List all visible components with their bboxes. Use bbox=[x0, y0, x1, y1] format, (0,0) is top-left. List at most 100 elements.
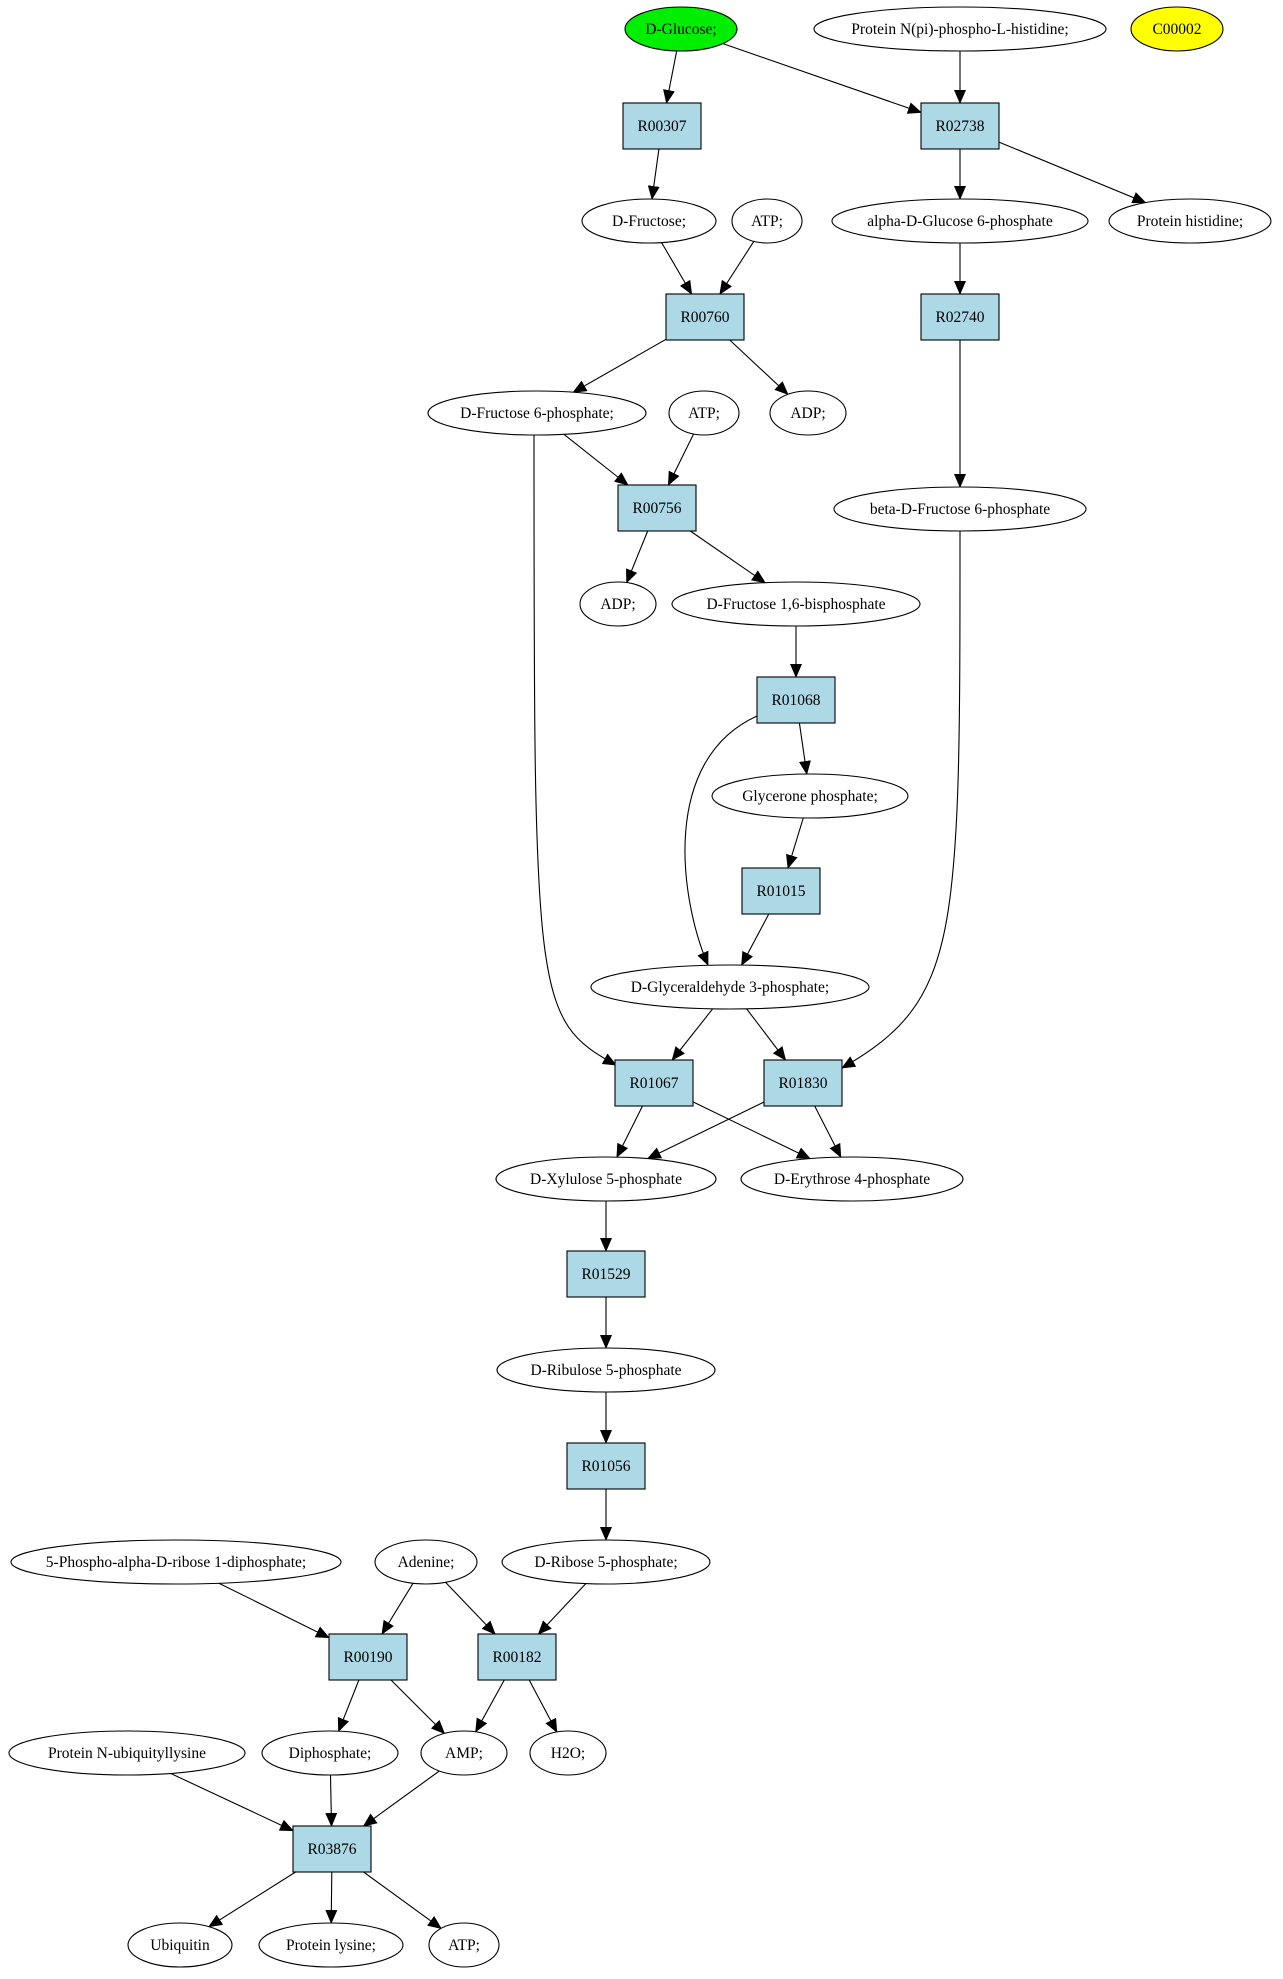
compound-ellipse bbox=[10, 1539, 342, 1585]
compound-protein-n-ubiquityllysine[interactable]: Protein N-ubiquityllysine bbox=[8, 1730, 246, 1776]
edge-r00760-to-f6p bbox=[572, 338, 667, 393]
compound-alpha-d-glucose-6-phosphate[interactable]: alpha-D-Glucose 6-phosphate bbox=[831, 198, 1089, 244]
reaction-box bbox=[741, 867, 821, 915]
node-label: D-Ribulose 5-phosphate bbox=[530, 1362, 681, 1379]
edge-amp-to-r03876 bbox=[362, 1770, 440, 1827]
compound-ellipse bbox=[740, 1156, 964, 1202]
compound-diphosphate[interactable]: Diphosphate; bbox=[261, 1730, 399, 1776]
node-label: ATP; bbox=[448, 1937, 480, 1954]
edge-prpp-to-r00190 bbox=[218, 1582, 330, 1639]
compound-h2o[interactable]: H2O; bbox=[529, 1730, 607, 1776]
compound-ellipse bbox=[1130, 6, 1224, 52]
compound-adenine[interactable]: Adenine; bbox=[374, 1539, 478, 1585]
compound-d-xylulose-5-phosphate[interactable]: D-Xylulose 5-phosphate bbox=[495, 1156, 717, 1202]
reaction-r02738[interactable]: R02738 bbox=[920, 102, 1000, 150]
compound-adp[interactable]: ADP; bbox=[579, 581, 657, 627]
reaction-r01015[interactable]: R01015 bbox=[741, 867, 821, 915]
compound-atp[interactable]: ATP; bbox=[428, 1922, 500, 1968]
edge-adenine-to-r00182 bbox=[445, 1581, 496, 1635]
compound-d-erythrose-4-phosphate[interactable]: D-Erythrose 4-phosphate bbox=[740, 1156, 964, 1202]
node-label: ATP; bbox=[688, 405, 720, 422]
node-label: D-Glyceraldehyde 3-phosphate; bbox=[631, 979, 829, 996]
reaction-box bbox=[477, 1633, 557, 1681]
compound-beta-d-fructose-6-phosphate[interactable]: beta-D-Fructose 6-phosphate bbox=[833, 486, 1087, 532]
compound-ellipse bbox=[501, 1539, 711, 1585]
compound-d-fructose[interactable]: D-Fructose; bbox=[581, 198, 717, 244]
node-label: D-Fructose 6-phosphate; bbox=[460, 405, 614, 422]
reaction-r03876[interactable]: R03876 bbox=[292, 1825, 372, 1873]
edge-r01830-to-xu5p bbox=[646, 1101, 765, 1160]
reaction-box bbox=[614, 1059, 694, 1107]
compound-ellipse bbox=[374, 1539, 478, 1585]
edge-r00190-to-amp bbox=[390, 1679, 446, 1735]
reaction-box bbox=[920, 293, 1000, 341]
compound-d-ribose-5-phosphate[interactable]: D-Ribose 5-phosphate; bbox=[501, 1539, 711, 1585]
compound-protein-n-pi-phospho-l-histidine[interactable]: Protein N(pi)-phospho-L-histidine; bbox=[813, 6, 1107, 52]
edge-r01067-to-e4p bbox=[692, 1101, 811, 1160]
reaction-r01529[interactable]: R01529 bbox=[566, 1250, 646, 1298]
node-label: R00307 bbox=[637, 118, 686, 135]
edge-r00756-to-adp2 bbox=[626, 530, 649, 584]
edge-protubly-to-r03876 bbox=[170, 1772, 294, 1832]
node-label: AMP; bbox=[445, 1745, 483, 1762]
reaction-r00760[interactable]: R00760 bbox=[665, 293, 745, 341]
reaction-r00190[interactable]: R00190 bbox=[328, 1633, 408, 1681]
compound-d-ribulose-5-phosphate[interactable]: D-Ribulose 5-phosphate bbox=[496, 1347, 716, 1393]
node-label: Protein histidine; bbox=[1137, 213, 1243, 230]
node-layer: D-Glucose; Protein N(pi)-phospho-L-histid… bbox=[8, 6, 1272, 1968]
compound-ellipse bbox=[590, 964, 870, 1010]
edge-layer bbox=[170, 43, 1147, 1929]
compound-d-glucose[interactable]: D-Glucose; bbox=[624, 6, 738, 52]
compound-adp[interactable]: ADP; bbox=[769, 390, 847, 436]
compound-atp[interactable]: ATP; bbox=[668, 390, 740, 436]
reaction-box bbox=[756, 676, 836, 724]
compound-protein-lysine[interactable]: Protein lysine; bbox=[258, 1922, 404, 1968]
reaction-r01830[interactable]: R01830 bbox=[763, 1059, 843, 1107]
compound-ellipse bbox=[813, 6, 1107, 52]
edge-g3p-to-r01067 bbox=[671, 1008, 714, 1061]
edge-atp1-to-r00760 bbox=[719, 241, 755, 295]
edge-r5p-to-r00182 bbox=[537, 1583, 587, 1635]
node-label: ADP; bbox=[790, 405, 825, 422]
edge-bdf6p-to-r01830 bbox=[841, 530, 961, 1069]
edge-r01015-to-g3p bbox=[741, 913, 770, 966]
compound-d-glyceraldehyde-3-phosphate[interactable]: D-Glyceraldehyde 3-phosphate; bbox=[590, 964, 870, 1010]
compound-ellipse bbox=[529, 1730, 607, 1776]
node-label: D-Fructose; bbox=[612, 213, 686, 230]
reaction-r00307[interactable]: R00307 bbox=[622, 102, 702, 150]
compound-ellipse bbox=[496, 1347, 716, 1393]
node-label: D-Fructose 1,6-bisphosphate bbox=[706, 596, 885, 613]
reaction-r01056[interactable]: R01056 bbox=[566, 1442, 646, 1490]
edge-r03876-to-atp3 bbox=[363, 1871, 442, 1929]
node-label: C00002 bbox=[1152, 21, 1201, 38]
reaction-r01068[interactable]: R01068 bbox=[756, 676, 836, 724]
edge-r01068-to-gly bbox=[798, 722, 811, 775]
reaction-r00756[interactable]: R00756 bbox=[617, 484, 697, 532]
edge-r03876-to-protlys bbox=[325, 1871, 338, 1924]
compound-c00002[interactable]: C00002 bbox=[1130, 6, 1224, 52]
compound-amp[interactable]: AMP; bbox=[420, 1730, 508, 1776]
compound-ubiquitin[interactable]: Ubiquitin bbox=[127, 1922, 233, 1968]
reaction-r01067[interactable]: R01067 bbox=[614, 1059, 694, 1107]
node-label: R01068 bbox=[771, 692, 820, 709]
compound-glycerone-phosphate[interactable]: Glycerone phosphate; bbox=[711, 773, 909, 819]
compound-ellipse bbox=[769, 390, 847, 436]
compound-5-phospho-alpha-d-ribose-1-diphosphate[interactable]: 5-Phospho-alpha-D-ribose 1-diphosphate; bbox=[10, 1539, 342, 1585]
node-label: D-Xylulose 5-phosphate bbox=[530, 1171, 682, 1188]
compound-d-fructose-1-6-bisphosphate[interactable]: D-Fructose 1,6-bisphosphate bbox=[671, 581, 921, 627]
compound-d-fructose-6-phosphate[interactable]: D-Fructose 6-phosphate; bbox=[427, 390, 647, 436]
node-label: Adenine; bbox=[398, 1554, 455, 1571]
reaction-box bbox=[292, 1825, 372, 1873]
node-label: R00756 bbox=[632, 500, 681, 517]
compound-ellipse bbox=[668, 390, 740, 436]
compound-protein-histidine[interactable]: Protein histidine; bbox=[1108, 198, 1272, 244]
node-label: R02740 bbox=[935, 309, 984, 326]
node-label: Protein N-ubiquityllysine bbox=[48, 1745, 206, 1762]
edge-f6p-to-r00756 bbox=[563, 433, 629, 486]
edge-glucose-to-r00307 bbox=[663, 50, 678, 104]
node-label: R01056 bbox=[581, 1458, 630, 1475]
compound-atp[interactable]: ATP; bbox=[731, 198, 803, 244]
reaction-r00182[interactable]: R00182 bbox=[477, 1633, 557, 1681]
reaction-r02740[interactable]: R02740 bbox=[920, 293, 1000, 341]
node-label: R01015 bbox=[756, 883, 805, 900]
